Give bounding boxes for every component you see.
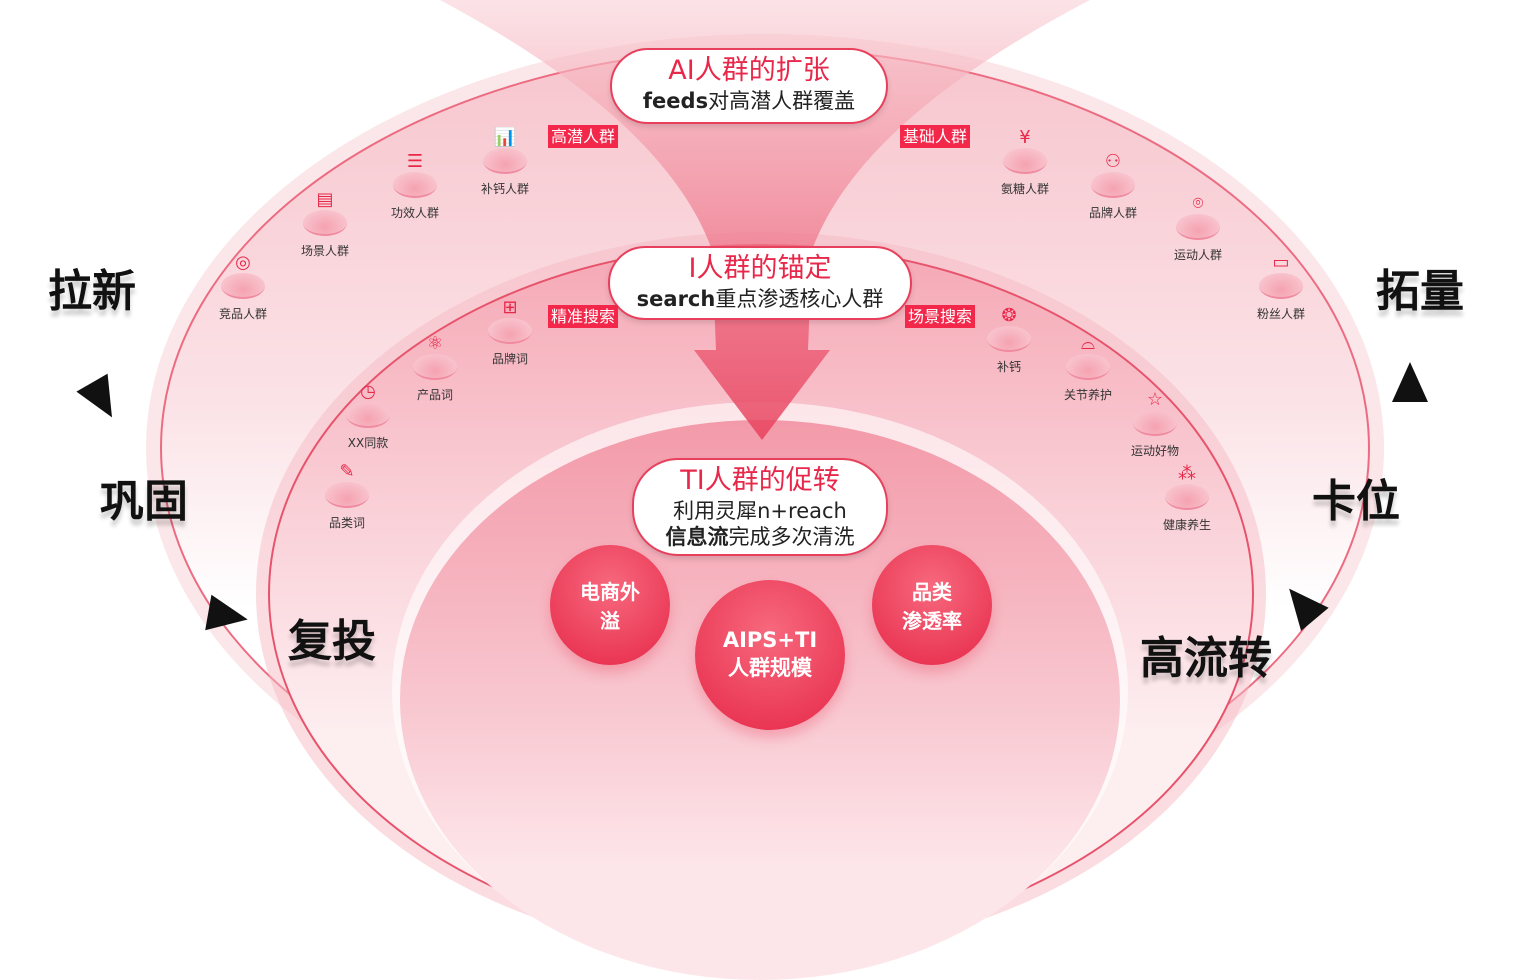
star-card-icon: ☆ [1146, 389, 1164, 410]
node-middle-left-2: ◷XX同款 [346, 381, 390, 450]
server-icon: ☰ [406, 151, 424, 172]
circles-icon: ⁂ [1178, 463, 1196, 484]
node-outer-right-3: ▭粉丝人群 [1256, 252, 1305, 322]
node-middle-left-0: ⊞品牌词 [470, 298, 550, 367]
label-acquire: 拉新 [48, 266, 136, 317]
node-outer-left-1: ☰功效人群 [390, 151, 439, 221]
node-middle-left-1: ⚛产品词 [395, 334, 475, 403]
ai-layer-title: AI人群的扩张 feeds对高潜人群覆盖 [610, 48, 888, 124]
tag-scene-search: 场景搜索 [905, 305, 976, 328]
location-pin-icon: ⌾ [1192, 193, 1204, 214]
node-middle-right-1: ⌓关节养护 [1063, 333, 1112, 403]
grid-icon: ⊞ [502, 297, 518, 318]
node-middle-right-3: ⁂健康养生 [1162, 463, 1211, 533]
arrow-up-icon [1392, 362, 1428, 402]
label-position: 卡位 [1312, 476, 1400, 527]
yen-icon: ¥ [1019, 127, 1031, 148]
ti-layer-title: TI人群的促转 利用灵犀n+reach 信息流完成多次清洗 [632, 458, 888, 556]
atom-icon: ⚛ [426, 333, 444, 354]
node-middle-right-2: ☆运动好物 [1130, 389, 1179, 459]
label-expand: 拓量 [1376, 266, 1464, 317]
label-reinvest: 复投 [288, 616, 376, 667]
node-middle-right-0: ❂补钙 [969, 306, 1049, 375]
tag-precise-search: 精准搜索 [548, 305, 619, 328]
tag-basic: 基础人群 [900, 125, 971, 148]
arrow-right-icon [205, 594, 251, 638]
node-outer-left-2: ▤场景人群 [300, 189, 349, 259]
node-outer-right-2: ⌾运动人群 [1173, 193, 1222, 263]
metric-circle-ecommerce: 电商外溢 [550, 545, 670, 665]
monitor-chart-icon: ▭ [1272, 252, 1290, 273]
users-icon: ⚇ [1104, 151, 1122, 172]
timer-icon: ◷ [360, 381, 376, 402]
node-outer-right-1: ⚇品牌人群 [1088, 151, 1137, 221]
orbit-icon: ❂ [1001, 305, 1017, 326]
node-outer-right-0: ¥氨糖人群 [1000, 127, 1049, 197]
document-network-icon: ▤ [316, 189, 334, 210]
label-high-turnover: 高流转 [1140, 633, 1272, 684]
metric-circle-penetration: 品类渗透率 [872, 545, 992, 665]
funnel-arrow [440, 0, 1090, 440]
vr-icon: ⌓ [1080, 333, 1096, 354]
edit-icon: ✎ [339, 461, 355, 482]
node-middle-left-3: ✎品类词 [307, 462, 387, 531]
label-consolidate: 巩固 [100, 476, 188, 527]
database-icon: ◎ [235, 252, 251, 273]
node-outer-left-3: ◎竞品人群 [218, 252, 267, 322]
i-layer-title: I人群的锚定 search重点渗透核心人群 [608, 246, 912, 320]
tag-high-potential: 高潜人群 [548, 125, 619, 148]
node-outer-left-0: 📊补钙人群 [480, 127, 529, 197]
bar-chart-icon: 📊 [493, 127, 517, 148]
